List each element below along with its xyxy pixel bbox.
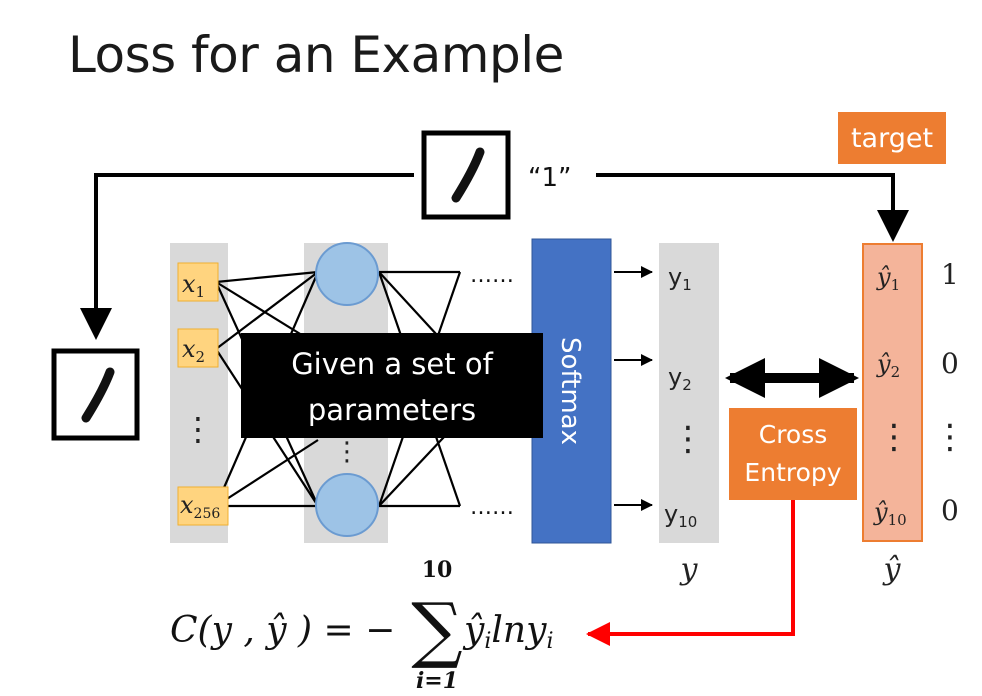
slide-title: Loss for an Example [68,26,564,84]
output-y10: y10 [664,500,697,531]
target-dots: ⋮ [877,417,911,457]
layer-dots-bottom: …… [470,495,514,520]
formula-body-base: ŷ [462,610,485,651]
softmax-label: Softmax [555,337,585,445]
output-column [659,243,719,543]
svg-text:x2: x2 [182,335,205,366]
parameters-note-line2: parameters [308,393,476,427]
target-column [862,243,923,542]
input-x1: x1 [177,262,219,302]
top-digit-image [421,130,511,220]
softmax-block: Softmax [531,238,612,544]
svg-text:x1: x1 [182,270,205,301]
target-label: target [851,123,933,154]
arrow-to-input-image [80,173,414,340]
formula-lhs: C(y , ŷ ) = − [170,610,395,651]
target-value-1: 1 [941,258,959,291]
target-yhat1: ŷ1 [876,263,900,294]
svg-text:ŷilnyi: ŷilnyi [462,610,553,654]
hidden-dots: ⋮ [334,437,360,467]
formula-sum-symbol: ∑ [411,587,462,671]
hidden-neuron-bottom [315,473,379,537]
input-digit-image [51,348,140,441]
target-yhat2: ŷ2 [876,350,900,381]
digit-label: “1” [528,163,571,193]
target-value-dots: ⋮ [933,417,967,457]
input-x2: x2 [177,328,219,368]
hidden-neuron-top [315,242,379,306]
parameters-note: Given a set of parameters [241,333,543,438]
cross-entropy-block: Cross Entropy [729,408,857,500]
target-badge: target [838,112,946,164]
output-y2: y2 [668,363,692,394]
cross-entropy-line2: Entropy [744,458,841,487]
loss-arrow [586,500,795,646]
cross-entropy-line1: Cross [759,420,828,449]
target-vector-label: ŷ [882,552,902,587]
layer-dots-top: …… [470,263,514,288]
formula-sum-lower: i=1 [416,668,458,694]
target-value-10: 0 [941,494,959,527]
loss-formula: C(y , ŷ ) = − 10 ∑ i=1 ŷilnyi [170,557,553,694]
formula-sum-upper: 10 [422,557,453,583]
arrow-to-target [596,173,909,242]
parameters-note-line1: Given a set of [291,347,493,381]
input-dots: ⋮ [182,410,214,448]
input-x256: x256 [177,486,229,526]
svg-text:x256: x256 [180,491,220,522]
target-yhat10: ŷ10 [873,498,907,529]
output-dots: ⋮ [671,419,705,459]
target-value-2: 0 [941,347,959,380]
output-vector-label: y [679,552,699,587]
output-y1: y1 [668,263,692,294]
